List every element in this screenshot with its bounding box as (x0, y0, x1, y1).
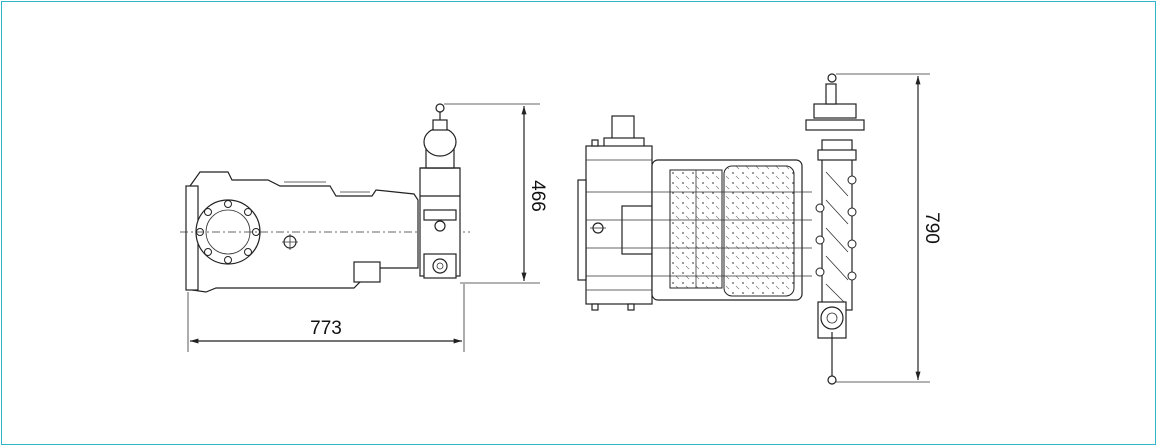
dimension-width-label: 790 (921, 212, 942, 244)
dimension-width: 790 (836, 73, 942, 383)
dimension-length: 773 (187, 284, 465, 352)
side-view (180, 103, 470, 293)
dimension-height: 466 (444, 103, 548, 284)
top-view (577, 73, 865, 385)
dimension-height-label: 466 (527, 180, 548, 212)
dimension-length-label: 773 (310, 318, 342, 339)
